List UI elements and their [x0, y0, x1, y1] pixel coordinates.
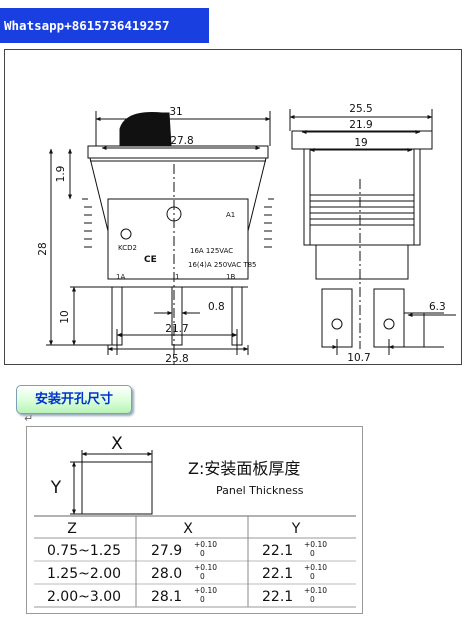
row-1-x: 27.9: [151, 543, 182, 559]
row-2-x-tol-plus: +0.10: [194, 563, 217, 572]
mark-model: KCD2: [118, 244, 137, 252]
mark-ce: CE: [144, 255, 157, 265]
row-2-y-tol-plus: +0.10: [304, 563, 327, 572]
row-3-y-tol-zero: 0: [310, 595, 315, 604]
row-1-y: 22.1: [262, 543, 293, 559]
row-2-x: 28.0: [151, 566, 182, 582]
row-1-x-tol-zero: 0: [200, 549, 205, 558]
row-3-z: 2.00~3.00: [47, 589, 121, 605]
row-1-y-tol-zero: 0: [310, 549, 315, 558]
row-2-y: 22.1: [262, 566, 293, 582]
dim-outer-width: 25.5: [349, 103, 372, 115]
dim-terminal-width: 6.3: [429, 301, 446, 313]
mark-terminal-right: 1B: [226, 273, 235, 281]
row-3-x: 28.1: [151, 589, 182, 605]
dim-terminal-thickness: 0.8: [208, 301, 225, 313]
row-1-y-tol-plus: +0.10: [304, 540, 327, 549]
dim-rocker-width: 27.8: [170, 135, 193, 147]
mark-rating-2: 16(4)A 250VAC T85: [188, 261, 257, 269]
header-x: X: [183, 521, 193, 537]
row-3-x-tol-zero: 0: [200, 595, 205, 604]
return-mark: ↵: [24, 412, 34, 425]
dim-terminal-length: 10: [59, 310, 71, 323]
row-2-x-tol-zero: 0: [200, 572, 205, 581]
row-1-x-tol-plus: +0.10: [194, 540, 217, 549]
cutout-y-label: Y: [50, 478, 62, 498]
row-2-y-tol-zero: 0: [310, 572, 315, 581]
switch-technical-drawing: 31 27.8 1.9 28 10 0.8 21.7 25.8 A1 KCD2 …: [37, 103, 456, 365]
drawing-frame: [4, 49, 462, 365]
cutout-x-label: X: [111, 434, 123, 454]
dim-flange-width: 21.9: [349, 119, 372, 131]
header-y: Y: [291, 521, 301, 537]
mark-rating-1: 16A 125VAC: [190, 247, 233, 255]
rocker-actuator: [119, 112, 172, 147]
row-2-z: 1.25~2.00: [47, 566, 121, 582]
panel-subtitle: Panel Thickness: [216, 484, 304, 497]
contact-banner: Whatsapp+8615736419257: [0, 8, 209, 43]
row-3-x-tol-plus: +0.10: [194, 586, 217, 595]
dim-overall-width: 31: [169, 106, 182, 118]
dim-rocker-height: 1.9: [55, 166, 67, 183]
panel-title: Z:安装面板厚度: [188, 459, 300, 478]
header-z: Z: [67, 521, 77, 537]
mark-angle: A1: [226, 211, 235, 219]
mark-terminal-left: 1A: [116, 273, 125, 281]
dim-base-width: 25.8: [165, 353, 188, 365]
dim-terminal-span: 21.7: [165, 323, 188, 335]
row-1-z: 0.75~1.25: [47, 543, 121, 559]
panel-cutout-table: X Y Z:安装面板厚度 Panel Thickness Z X Y 0.75~…: [34, 434, 356, 608]
dim-total-height: 28: [37, 242, 49, 255]
cutout-section-title: 安装开孔尺寸: [16, 385, 132, 414]
row-3-y: 22.1: [262, 589, 293, 605]
dim-body-width: 19: [354, 137, 367, 149]
row-3-y-tol-plus: +0.10: [304, 586, 327, 595]
mark-terminal-center: 1: [175, 273, 179, 281]
dim-terminal-pitch: 10.7: [347, 352, 370, 364]
